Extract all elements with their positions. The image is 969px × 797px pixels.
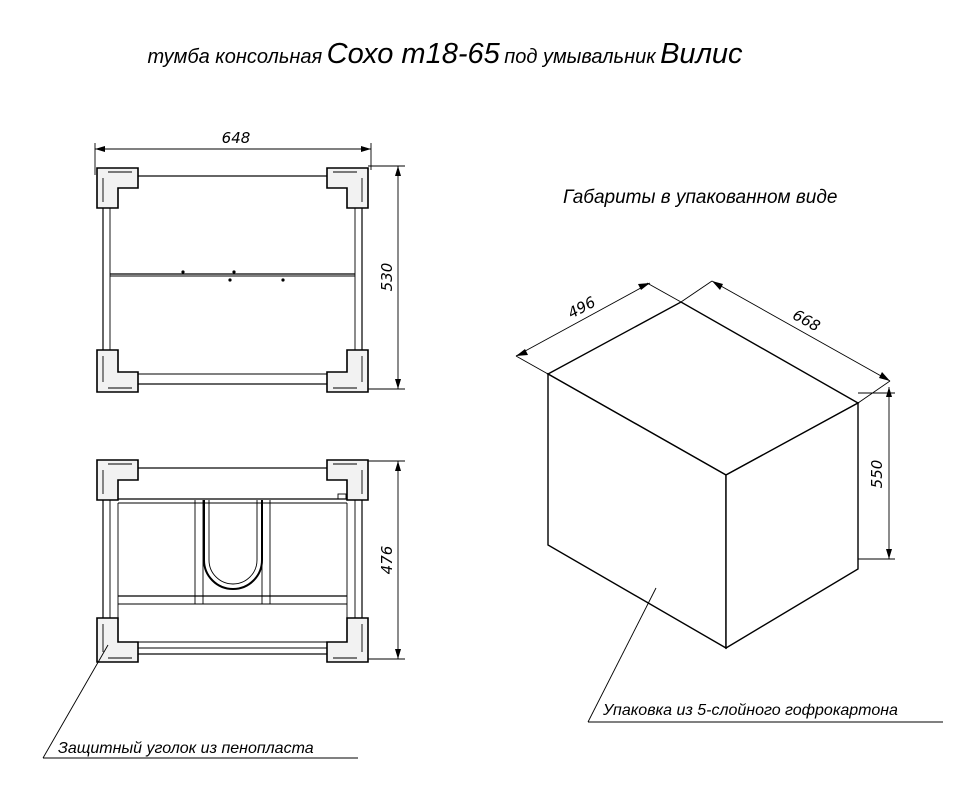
top-view: 648 530 bbox=[94, 129, 405, 393]
package-height-dimension: 550 bbox=[858, 387, 895, 560]
top-depth-dimension: 530 bbox=[368, 165, 405, 390]
top-depth-value: 530 bbox=[378, 263, 396, 292]
front-outline bbox=[102, 467, 363, 655]
top-width-dimension: 648 bbox=[94, 129, 372, 175]
corner-note-leader bbox=[42, 644, 358, 759]
title-part-3: под умывальник bbox=[504, 46, 656, 68]
package-note-leader bbox=[587, 587, 943, 723]
front-view: 476 bbox=[42, 459, 405, 759]
package-title: Габариты в упакованном виде bbox=[563, 187, 837, 208]
front-height-value: 476 bbox=[378, 546, 396, 575]
title-part-1: тумба консольная bbox=[147, 46, 323, 68]
front-height-dimension: 476 bbox=[368, 460, 405, 660]
package-length-value: 668 bbox=[790, 306, 824, 336]
package-box: Габариты в упакованном виде 496 bbox=[515, 187, 943, 723]
corner-protector-note: Защитный уголок из пенопласта bbox=[58, 740, 314, 757]
package-height-value: 550 bbox=[868, 460, 886, 489]
top-width-value: 648 bbox=[222, 129, 251, 147]
page-title: тумба консольная Сохо т18-65 под умываль… bbox=[0, 38, 890, 71]
title-part-2: Сохо т18-65 bbox=[326, 38, 500, 70]
top-corner-protectors bbox=[96, 167, 369, 393]
title-part-4: Вилис bbox=[660, 38, 743, 70]
front-corner-protectors bbox=[96, 459, 369, 663]
top-outline bbox=[102, 175, 363, 385]
package-material-note: Упаковка из 5-слойного гофрокартона bbox=[602, 702, 898, 719]
box-side-face bbox=[725, 401, 859, 650]
package-width-value: 496 bbox=[565, 293, 599, 322]
